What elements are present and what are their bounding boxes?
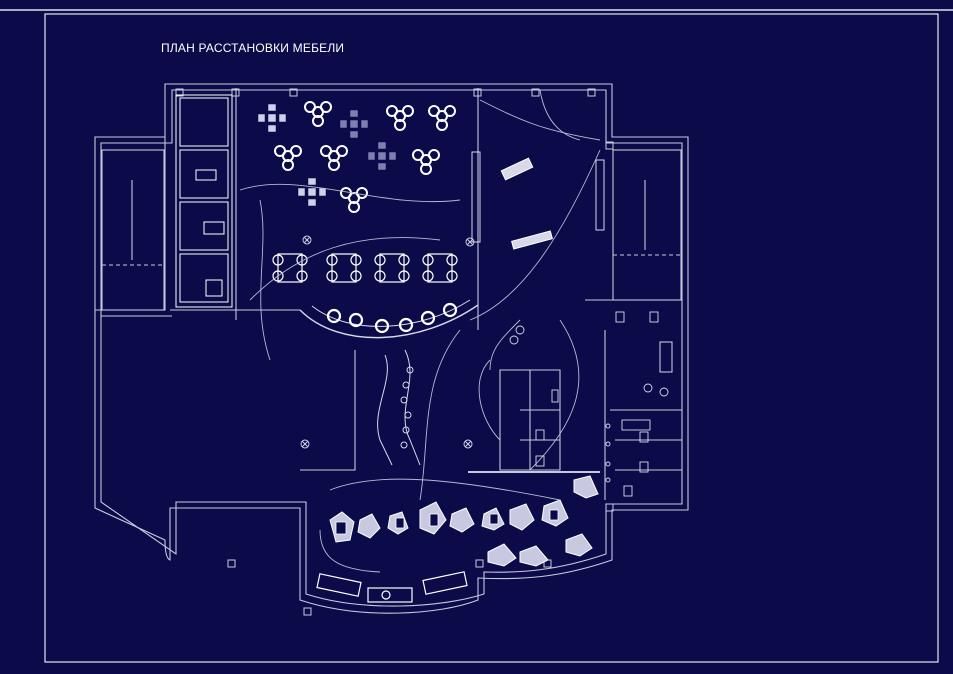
circulation-paths [239, 89, 601, 573]
bottom-sofas [316, 571, 468, 603]
winding-counter [377, 349, 421, 466]
reception-desks [500, 157, 553, 250]
shelving-unit [175, 94, 233, 308]
curved-bar [299, 299, 479, 339]
restroom-block [499, 369, 561, 471]
building-walls [94, 83, 689, 614]
inner-wall [100, 89, 683, 607]
drawing-title: ПЛАН РАССТАНОВКИ МЕБЕЛИ [161, 41, 345, 55]
restroom-fixtures [509, 311, 669, 497]
sheet-frame [44, 13, 939, 663]
left-stairwell [101, 149, 165, 311]
square-tables [257, 103, 327, 207]
right-stairwell [612, 149, 682, 301]
top-strip [0, 0, 953, 9]
lower-lounge-seating [329, 475, 599, 567]
left-wing-wall [95, 137, 166, 311]
columns [175, 88, 614, 616]
outer-wall [94, 83, 689, 614]
light-fixtures [300, 235, 475, 449]
dining-tables [272, 253, 458, 283]
partition-screen [471, 151, 481, 243]
lounge-tables [274, 101, 456, 213]
dark-square-tables [339, 109, 397, 171]
